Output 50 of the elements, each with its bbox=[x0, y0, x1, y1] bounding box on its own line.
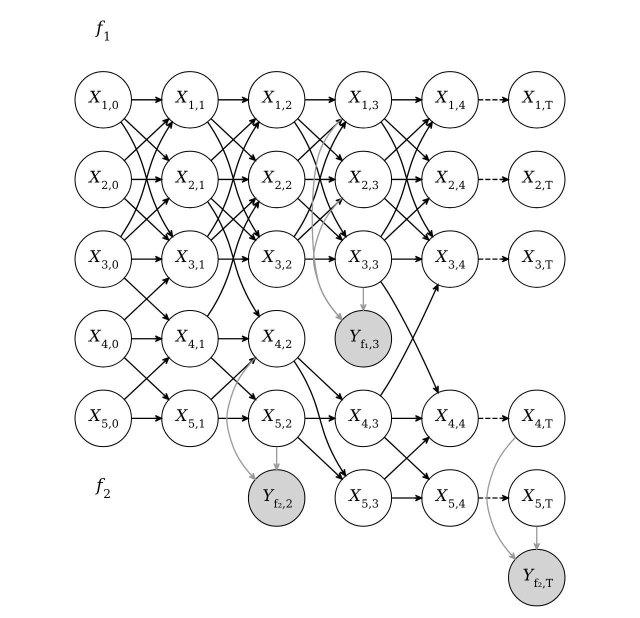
arrow bbox=[478, 256, 509, 262]
arrow bbox=[210, 198, 256, 241]
arrow bbox=[392, 494, 422, 502]
arrow bbox=[392, 415, 422, 422]
arrow bbox=[218, 415, 249, 422]
node-circle: X$_{2,0}$ bbox=[74, 150, 132, 208]
node-circle: X$_{4,0}$ bbox=[74, 310, 132, 368]
node-circle: X$_{5,0}$ bbox=[74, 390, 132, 448]
arrow bbox=[132, 176, 162, 183]
node-circle: X$_{4,T}$ bbox=[508, 390, 566, 448]
label: f$_{2}$ bbox=[96, 476, 111, 502]
arrow bbox=[218, 176, 249, 183]
arrow bbox=[384, 436, 430, 480]
arrow bbox=[132, 96, 162, 104]
arrow bbox=[478, 176, 509, 183]
arrow bbox=[218, 256, 249, 262]
arrow bbox=[384, 118, 430, 162]
arrow bbox=[273, 446, 280, 470]
arrow bbox=[304, 415, 336, 422]
arrow bbox=[124, 118, 170, 162]
arrow bbox=[210, 118, 256, 162]
arrow bbox=[478, 96, 509, 104]
arrow bbox=[294, 360, 346, 476]
arrow bbox=[132, 256, 162, 262]
node-circle: X$_{3,0}$ bbox=[74, 230, 132, 288]
arrow bbox=[304, 96, 336, 104]
node-circle: X$_{1,0}$ bbox=[74, 71, 132, 129]
arrow bbox=[218, 96, 249, 104]
arrow bbox=[478, 494, 509, 502]
node-circle: X$_{2,T}$ bbox=[508, 150, 566, 208]
arrow bbox=[533, 526, 540, 550]
node-circle: X$_{1,T}$ bbox=[508, 71, 566, 129]
arrow bbox=[132, 335, 162, 342]
arrow bbox=[392, 96, 422, 104]
arrow bbox=[486, 437, 516, 560]
arrow bbox=[392, 176, 422, 183]
label: f$_{1}$ bbox=[96, 18, 111, 44]
arrow bbox=[132, 415, 162, 422]
node-circle: X$_{3,T}$ bbox=[508, 230, 566, 288]
arrow bbox=[304, 256, 336, 262]
arrow bbox=[124, 198, 170, 241]
node-circle: X$_{5,T}$ bbox=[508, 469, 566, 527]
arrow bbox=[478, 415, 509, 422]
arrow bbox=[297, 357, 343, 400]
arrow bbox=[384, 198, 430, 241]
arrow bbox=[360, 288, 367, 312]
arrow bbox=[218, 335, 249, 342]
arrow bbox=[392, 256, 422, 262]
arrow bbox=[297, 436, 343, 480]
arrow bbox=[304, 176, 336, 183]
